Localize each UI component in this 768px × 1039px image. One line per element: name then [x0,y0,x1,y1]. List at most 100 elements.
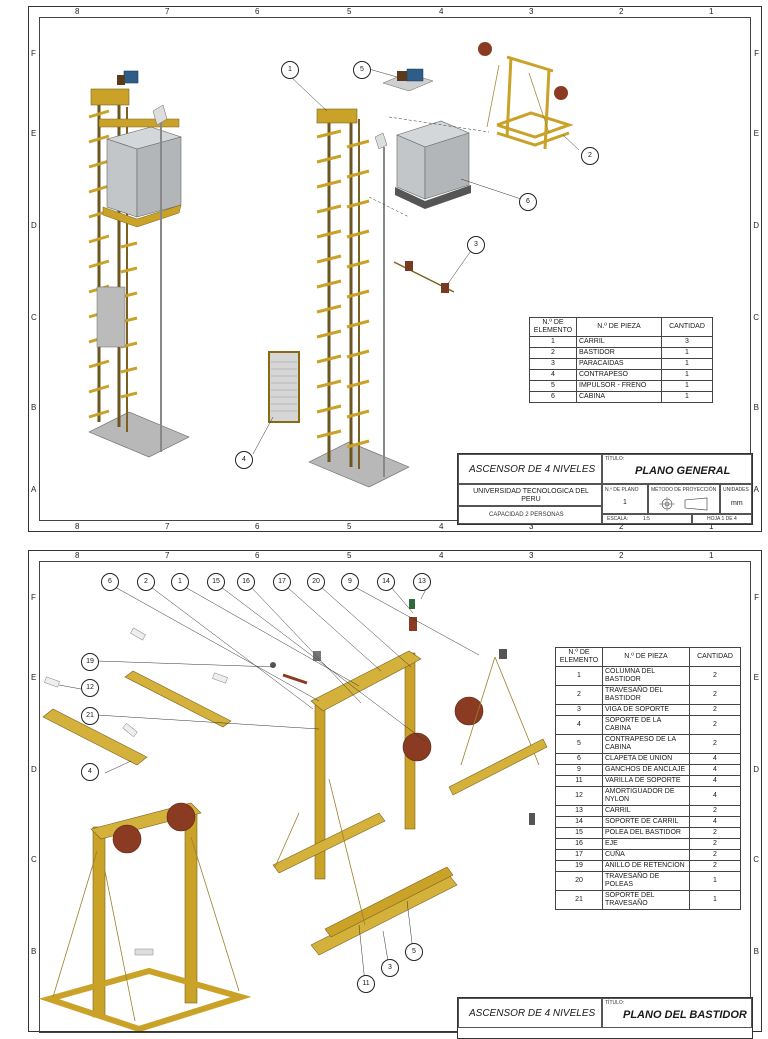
row-letter: D [753,221,759,230]
part-balloon: 3 [381,959,399,977]
bom-cell: ANILLO DE RETENCION [602,860,690,872]
bom-cell: 4 [529,369,577,381]
column-number: 4 [439,522,444,531]
row-letter: F [754,49,759,58]
title-block: ASCENSOR DE 4 NIVELES TÍTULO: PLANO GENE… [457,453,753,525]
pulley-bracket [152,104,168,126]
bom-cell: 1 [529,336,577,348]
safety-gear [405,261,413,271]
row-letter: C [31,855,37,864]
row-letter: A [31,485,37,494]
bom-cell: VARILLA DE SOPORTE [602,775,690,787]
row-letter: F [31,593,36,602]
bom-cell: TRAVESAÑO DEL BASTIDOR [602,685,690,705]
assembled-frame [38,802,252,1031]
projection-label: MÉTODO DE PROYECCIÓN [651,487,717,493]
bom-header: N.º DE ELEMENTO [529,317,577,337]
column-number: 4 [439,7,444,16]
bom-cell: PARACAIDAS [576,358,662,370]
bom-cell: CLAPETA DE UNION [602,753,690,765]
tb-projection-cell: MÉTODO DE PROYECCIÓN [648,484,720,514]
column-number: 8 [75,522,80,531]
machine-beam [90,88,130,106]
row-letter: B [753,403,759,412]
row-letter: C [31,313,37,322]
bom-cell: 5 [529,380,577,392]
pulley [554,86,568,100]
part-balloon: 15 [207,573,225,591]
base-plate [88,411,190,458]
car-frame [496,55,574,150]
counterweight [96,286,126,348]
row-letter: A [753,485,759,494]
bom-header: CANTIDAD [689,647,741,667]
rail-clip [409,599,415,609]
tb-scale-cell: ESCALA: 1:5 [602,514,692,524]
pulley [478,42,492,56]
rail-bracket [409,617,417,631]
column-number: 5 [347,551,352,560]
frame-crossbar [310,650,422,712]
bom-cell: 1 [661,391,713,403]
column-number: 7 [165,522,170,531]
bom-cell: 21 [555,890,603,910]
drawing-sheet-frame: 8 7 6 5 4 3 2 1 F E D C B F E D C B [28,550,762,1039]
frame-axle [282,673,308,685]
bom-cell: 1 [689,871,741,891]
elevator-assembly-drawing [88,42,580,488]
bom-cell: 5 [555,734,603,754]
brake [117,75,125,85]
bom-cell: 4 [689,764,741,776]
bom-cell: 3 [529,358,577,370]
column-number: 5 [347,7,352,16]
bom-cell: SOPORTE DEL TRAVESAÑO [602,890,690,910]
bom-cell: 4 [555,715,603,735]
frame-pulley [402,732,432,762]
support-rod [274,812,300,868]
university-name: UNIVERSIDAD TECNOLOGICA DEL PERU [473,488,589,503]
bom-cell: 2 [689,827,741,839]
row-letter: D [31,765,37,774]
part-balloon: 17 [273,573,291,591]
part-balloon: 16 [237,573,255,591]
bom-cell: 6 [555,753,603,765]
bom-cell: 2 [529,347,577,359]
drawing-sheet-general: 8 7 6 5 4 3 2 1 8 7 6 5 4 3 2 1 F E D C … [28,6,762,532]
project-name: ASCENSOR DE 4 NIVELES [469,464,596,475]
motor [406,68,424,82]
part-balloon: 6 [519,193,537,211]
column-number: 4 [439,551,444,560]
units-label: UNIDADES [723,487,749,493]
column-number: 1 [709,551,714,560]
part-balloon: 13 [413,573,431,591]
part-balloon: 2 [581,147,599,165]
row-letter: B [753,947,759,956]
counterweight-plates [271,361,297,412]
bom-header: N.º DE PIEZA [576,317,662,337]
bom-cell: 9 [555,764,603,776]
support-rod [460,656,496,766]
bom-header: N.º DE PIEZA [602,647,690,667]
column-number: 1 [709,522,714,531]
support-rod [328,778,366,926]
sheet-border [39,17,751,521]
title-block: ASCENSOR DE 4 NIVELES TÍTULO: PLANO DEL … [457,997,753,1039]
column-number: 7 [165,551,170,560]
anchor-hook [499,649,507,659]
part-balloon: 6 [101,573,119,591]
bom-cell: 13 [555,805,603,817]
capacity-text: CAPACIDAD 2 PERSONAS [489,512,564,518]
